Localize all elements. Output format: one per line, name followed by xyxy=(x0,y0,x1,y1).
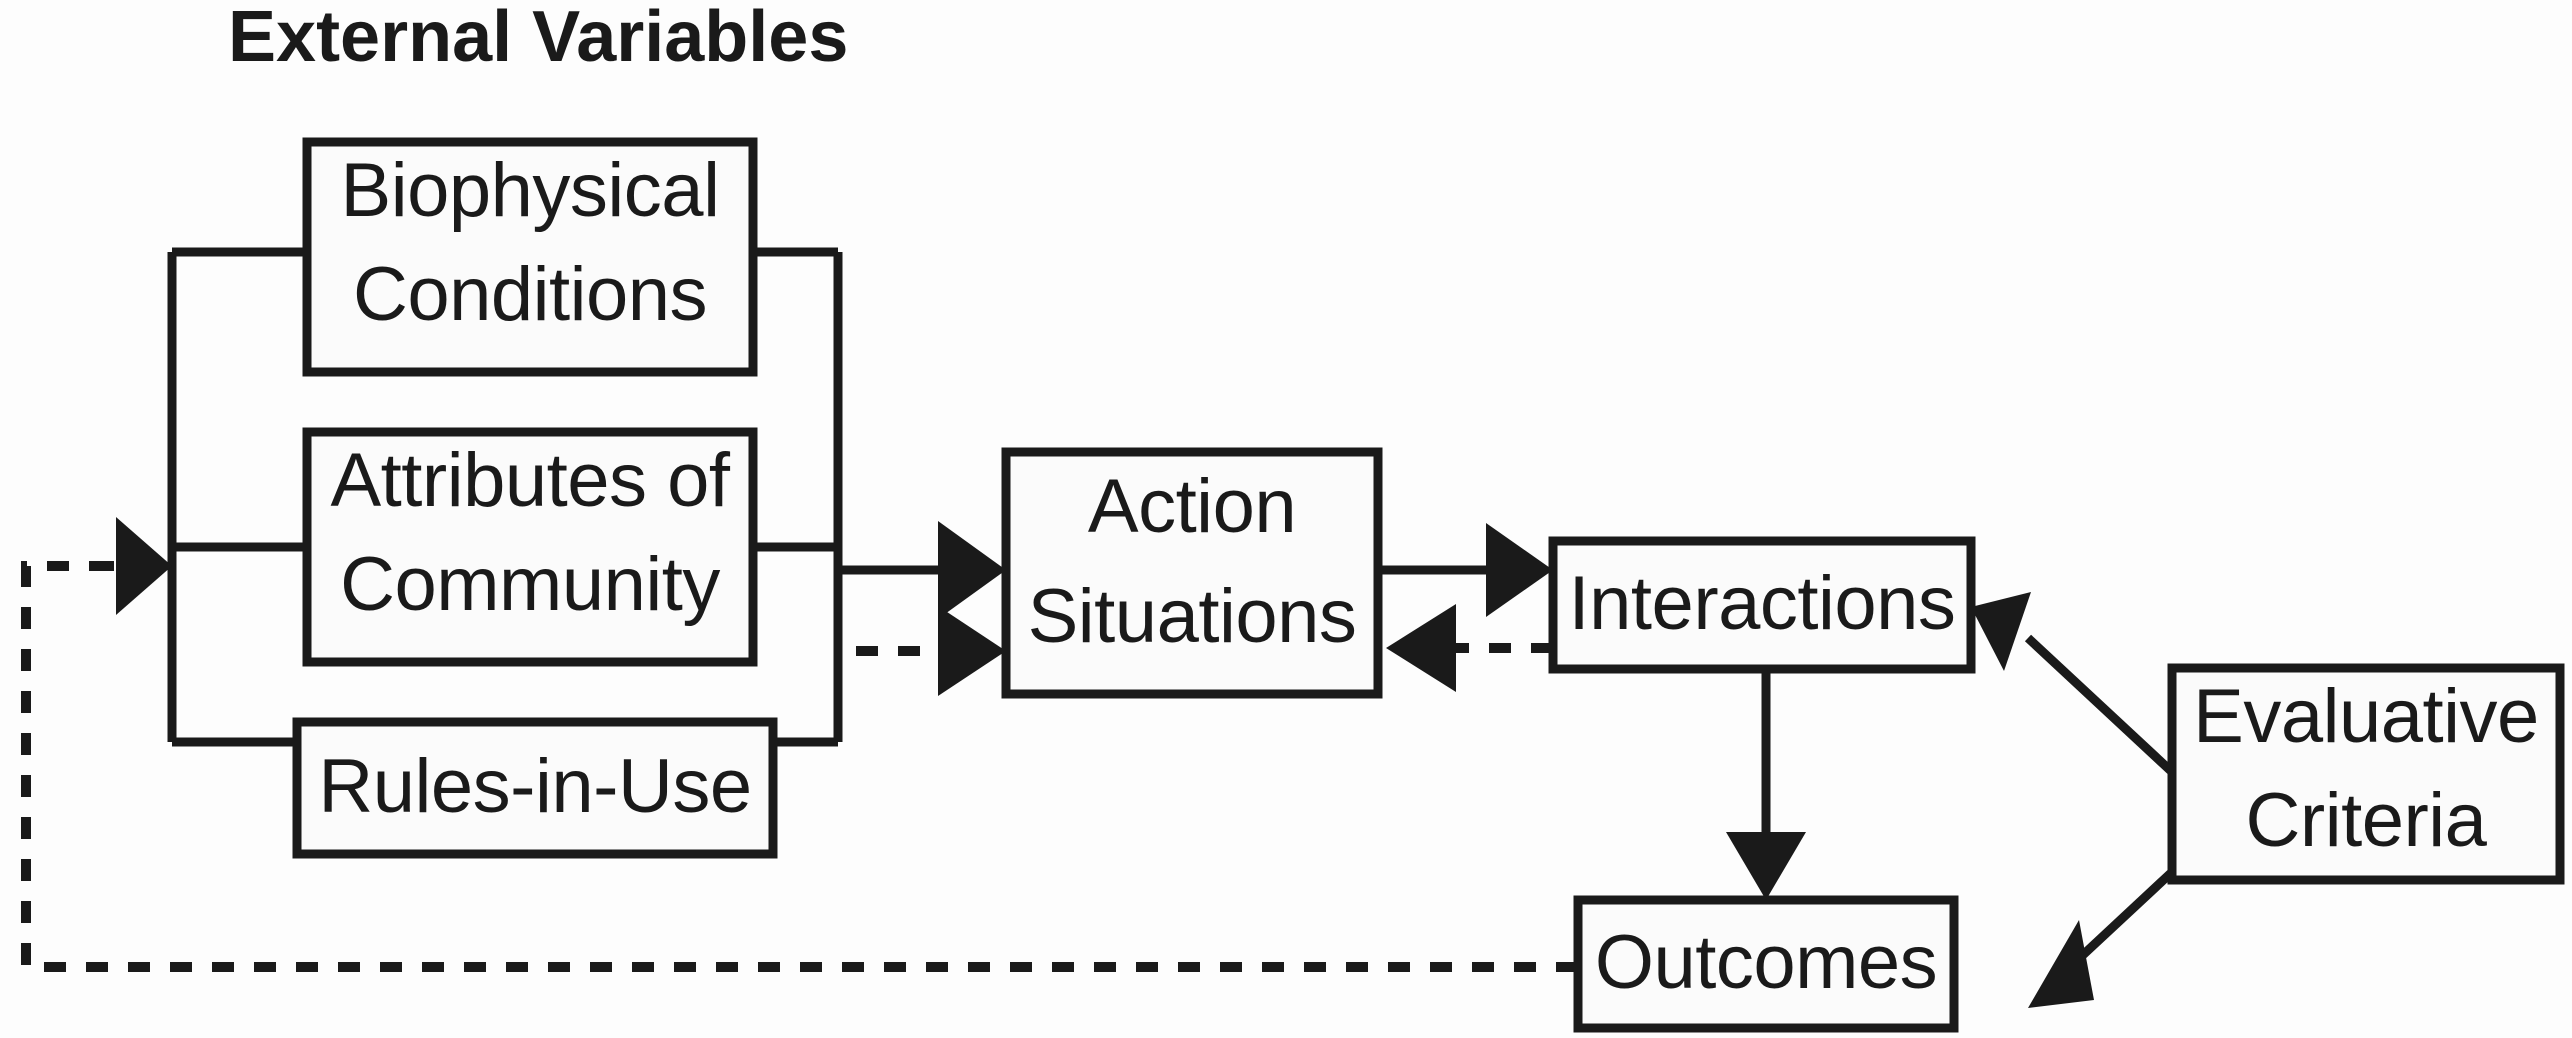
node-biophysical-conditions[interactable]: Biophysical Conditions xyxy=(302,137,758,377)
node-evaluative-criteria[interactable]: Evaluative Criteria xyxy=(2167,663,2565,885)
attributes-of-community-box[interactable] xyxy=(302,427,758,667)
arrow-head-left-icon xyxy=(1386,604,1456,692)
outcomes-label: Outcomes xyxy=(1595,920,1937,1005)
node-outcomes[interactable]: Outcomes xyxy=(1573,895,1959,1033)
edge-evaluative-criteria-to-outcomes xyxy=(2028,868,2176,1008)
arrow-head-right-icon xyxy=(938,521,1006,619)
edge-external-variables-to-action-situations xyxy=(838,521,1006,619)
edge-interactions-to-action-situations xyxy=(1386,604,1553,692)
attributes-of-community-label-line2: Community xyxy=(340,542,720,627)
edge-line-dashed xyxy=(21,561,1578,972)
edge-outcomes-feedback-loop xyxy=(21,517,1578,972)
page-title: External Variables xyxy=(228,0,848,77)
biophysical-conditions-label-line1: Biophysical xyxy=(341,148,720,233)
action-situations-label-line2: Situations xyxy=(1028,574,1357,659)
node-attributes-of-community[interactable]: Attributes of Community xyxy=(302,427,758,667)
arrow-head-down-icon xyxy=(1726,832,1806,900)
arrow-head-upleft-icon xyxy=(1971,592,2031,671)
arrow-head-right-icon xyxy=(1486,523,1553,617)
edge-evaluative-criteria-to-interactions xyxy=(1971,592,2176,776)
attributes-of-community-label-line1: Attributes of xyxy=(330,438,730,523)
action-situations-label-line1: Action xyxy=(1088,464,1296,549)
arrow-head-right-icon xyxy=(938,606,1006,696)
arrow-head-downleft-icon xyxy=(2028,920,2094,1008)
edge-feedback-to-action-situations xyxy=(856,606,1006,696)
evaluative-criteria-label-line1: Evaluative xyxy=(2193,674,2539,759)
node-interactions[interactable]: Interactions xyxy=(1548,536,1976,674)
node-rules-in-use[interactable]: Rules-in-Use xyxy=(292,717,778,859)
biophysical-conditions-box[interactable] xyxy=(302,137,758,377)
interactions-label: Interactions xyxy=(1569,561,1956,646)
external-variables-bracket xyxy=(167,247,843,747)
edge-interactions-to-outcomes xyxy=(1726,669,1806,900)
biophysical-conditions-label-line2: Conditions xyxy=(353,252,707,337)
evaluative-criteria-box[interactable] xyxy=(2167,663,2565,885)
arrow-head-right-icon xyxy=(116,517,172,615)
rules-in-use-label: Rules-in-Use xyxy=(318,744,751,829)
edge-line xyxy=(2024,634,2176,776)
edge-line xyxy=(2066,868,2176,971)
edge-action-situations-to-interactions xyxy=(1378,523,1553,617)
node-action-situations[interactable]: Action Situations xyxy=(1001,447,1383,699)
rules-in-use-box[interactable] xyxy=(292,717,778,859)
evaluative-criteria-label-line2: Criteria xyxy=(2246,778,2488,863)
